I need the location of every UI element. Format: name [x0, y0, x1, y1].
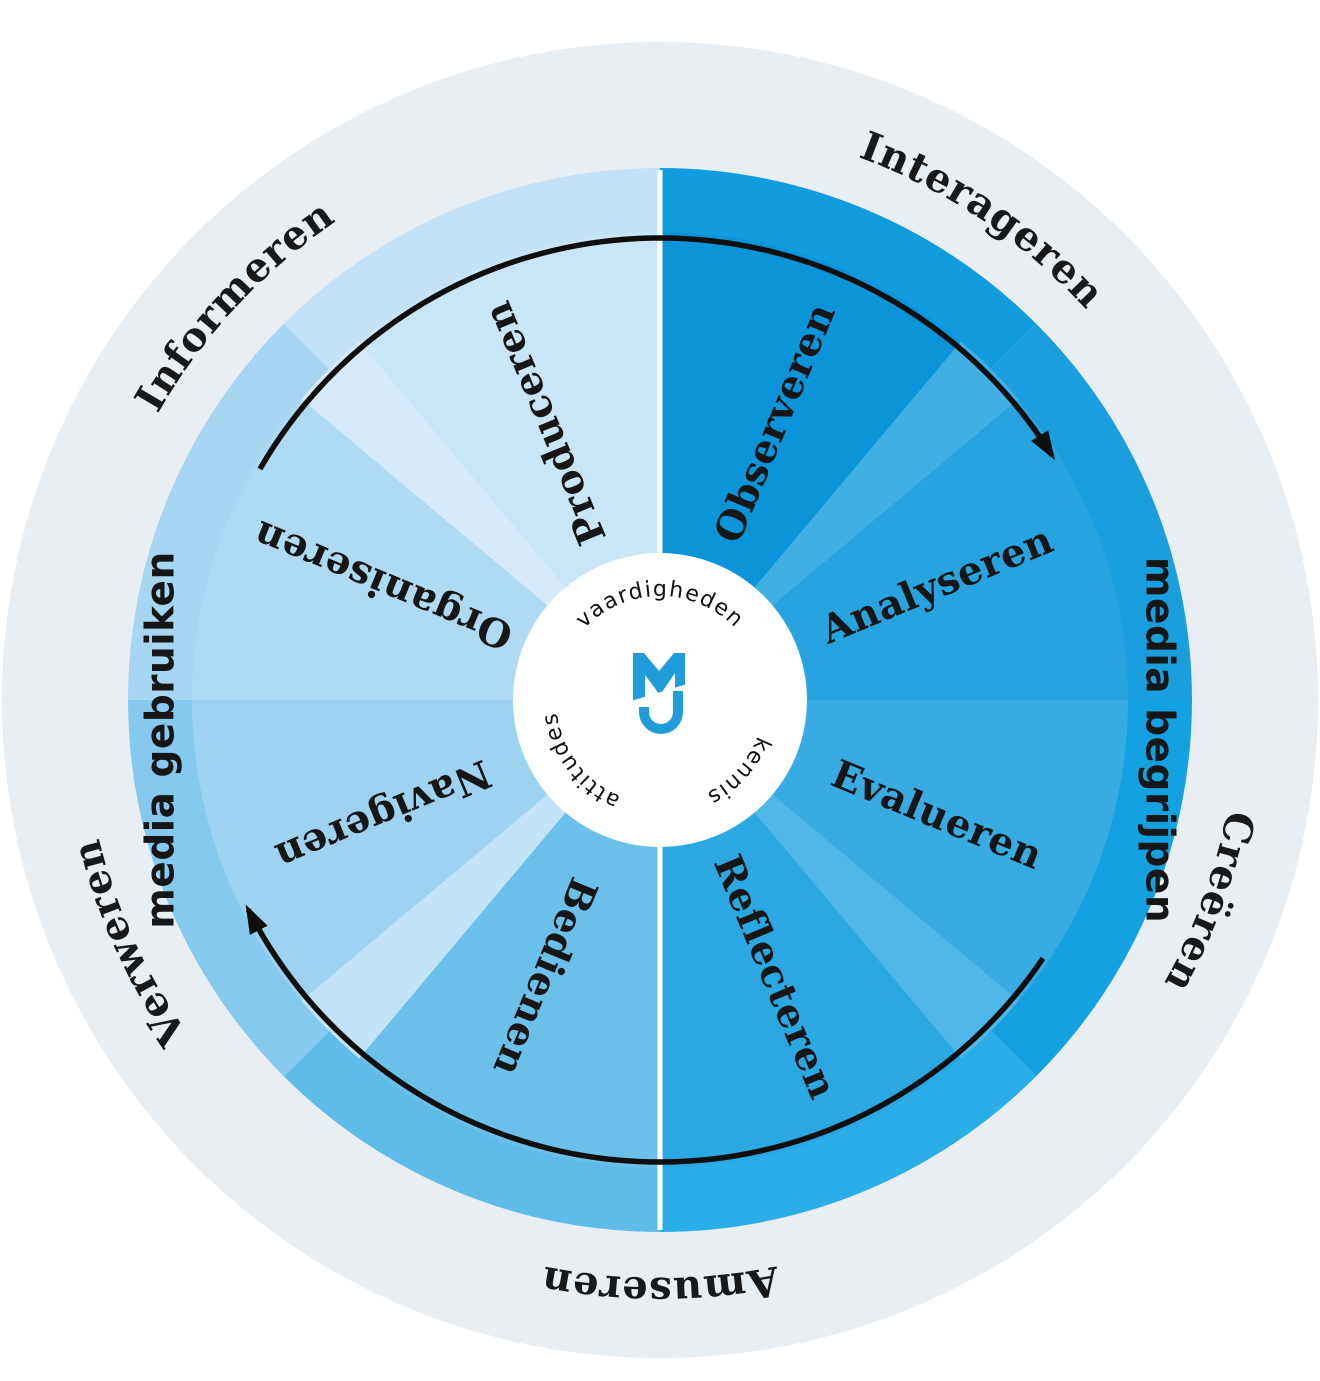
center-hub [513, 553, 807, 847]
logo-m-shape [633, 653, 685, 701]
band-label-media-gebruiken: media gebruiken [139, 551, 184, 929]
mediawijsheid-logo-icon [618, 653, 698, 734]
bottom-cycle-arrow [245, 904, 1046, 1165]
logo-slash-gap [618, 681, 698, 712]
band-label-media-begrijpen: media begrijpen [1137, 557, 1182, 923]
top-cycle-arrow [257, 235, 1055, 471]
logo-u-shape [639, 691, 683, 734]
